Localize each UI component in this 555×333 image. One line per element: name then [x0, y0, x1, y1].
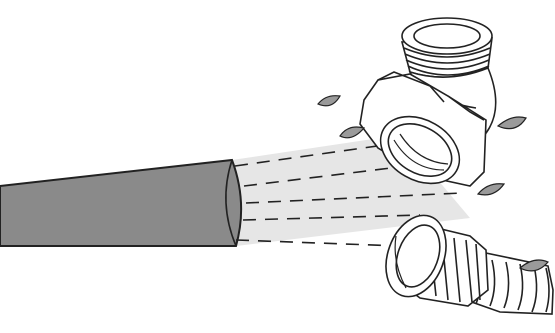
coupling-icon: [385, 214, 554, 315]
water-drop-icon: [339, 126, 366, 139]
water-drop-icon: [476, 183, 506, 196]
elbow-fitting-icon: [359, 17, 497, 187]
water-drops: [317, 95, 549, 272]
water-drop-icon: [496, 116, 527, 130]
hose-icon: [0, 158, 243, 247]
water-drop-icon: [518, 259, 549, 272]
water-drop-icon: [317, 95, 341, 107]
